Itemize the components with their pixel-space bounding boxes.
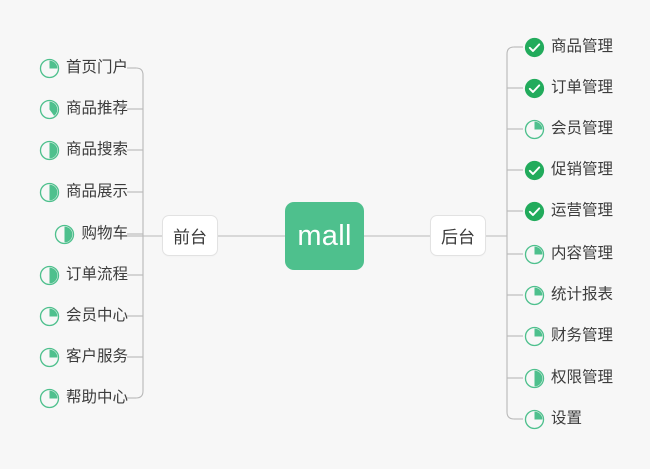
check-circle-icon bbox=[524, 78, 545, 98]
leaf-item-label: 帮助中心 bbox=[65, 389, 128, 406]
leaf-item-label: 订单管理 bbox=[551, 79, 614, 96]
leaf-item-back-2[interactable]: 会员管理 bbox=[524, 116, 613, 142]
leaf-item-label: 订单流程 bbox=[65, 266, 128, 283]
pie-progress-icon bbox=[524, 244, 545, 264]
leaf-item-label: 会员管理 bbox=[551, 120, 614, 137]
leaf-item-back-4[interactable]: 运营管理 bbox=[524, 198, 613, 224]
leaf-item-front-4[interactable]: 购物车 bbox=[54, 221, 128, 247]
leaf-item-back-0[interactable]: 商品管理 bbox=[524, 34, 613, 60]
leaf-item-back-1[interactable]: 订单管理 bbox=[524, 75, 613, 101]
leaf-item-label: 客户服务 bbox=[65, 348, 128, 365]
pie-progress-icon bbox=[55, 224, 75, 244]
check-circle-icon bbox=[524, 201, 545, 221]
leaf-item-front-6[interactable]: 会员中心 bbox=[39, 303, 128, 329]
pie-progress-icon bbox=[39, 182, 60, 202]
leaf-item-back-5[interactable]: 内容管理 bbox=[524, 241, 613, 267]
pie-progress-icon bbox=[39, 140, 60, 160]
pie-progress-icon bbox=[39, 58, 60, 78]
leaf-item-front-5[interactable]: 订单流程 bbox=[39, 262, 128, 288]
leaf-item-back-3[interactable]: 促销管理 bbox=[524, 157, 613, 183]
leaf-item-front-0[interactable]: 首页门户 bbox=[39, 55, 128, 81]
pie-progress-icon bbox=[524, 326, 545, 346]
branch-node-back[interactable]: 后台 bbox=[430, 215, 486, 256]
leaf-item-front-2[interactable]: 商品搜索 bbox=[39, 137, 128, 163]
branch-node-front-label: 前台 bbox=[173, 228, 207, 247]
leaf-item-front-3[interactable]: 商品展示 bbox=[39, 179, 128, 205]
pie-progress-icon bbox=[524, 409, 545, 429]
leaf-item-label: 促销管理 bbox=[551, 161, 614, 178]
branch-node-front[interactable]: 前台 bbox=[162, 215, 218, 256]
leaf-item-label: 财务管理 bbox=[551, 327, 614, 344]
pie-progress-icon bbox=[524, 119, 545, 139]
pie-progress-icon bbox=[39, 99, 60, 119]
leaf-item-front-8[interactable]: 帮助中心 bbox=[39, 385, 128, 411]
leaf-item-label: 商品搜索 bbox=[65, 141, 128, 158]
leaf-item-label: 商品管理 bbox=[551, 38, 614, 55]
pie-progress-icon bbox=[524, 285, 545, 305]
check-circle-icon bbox=[524, 160, 545, 180]
leaf-item-label: 运营管理 bbox=[551, 202, 614, 219]
leaf-item-front-7[interactable]: 客户服务 bbox=[39, 344, 128, 370]
leaf-item-label: 首页门户 bbox=[65, 59, 128, 76]
pie-progress-icon bbox=[524, 368, 545, 388]
leaf-item-back-6[interactable]: 统计报表 bbox=[524, 282, 613, 308]
check-circle-icon bbox=[524, 37, 545, 57]
leaf-item-label: 购物车 bbox=[81, 225, 128, 242]
leaf-item-front-1[interactable]: 商品推荐 bbox=[39, 96, 128, 122]
leaf-item-label: 内容管理 bbox=[551, 245, 614, 262]
leaf-item-label: 统计报表 bbox=[551, 286, 614, 303]
leaf-item-label: 会员中心 bbox=[65, 307, 128, 324]
pie-progress-icon bbox=[39, 306, 60, 326]
leaf-item-back-7[interactable]: 财务管理 bbox=[524, 323, 613, 349]
branch-node-back-label: 后台 bbox=[441, 228, 475, 247]
center-node-mall[interactable]: mall bbox=[285, 202, 364, 270]
leaf-item-back-9[interactable]: 设置 bbox=[524, 406, 582, 432]
leaf-item-back-8[interactable]: 权限管理 bbox=[524, 365, 613, 391]
pie-progress-icon bbox=[39, 347, 60, 367]
leaf-item-label: 商品展示 bbox=[65, 183, 128, 200]
leaf-item-label: 权限管理 bbox=[551, 369, 614, 386]
leaf-item-label: 设置 bbox=[551, 410, 583, 427]
pie-progress-icon bbox=[39, 388, 60, 408]
pie-progress-icon bbox=[39, 265, 60, 285]
leaf-item-label: 商品推荐 bbox=[65, 100, 128, 117]
center-node-label: mall bbox=[297, 219, 352, 252]
